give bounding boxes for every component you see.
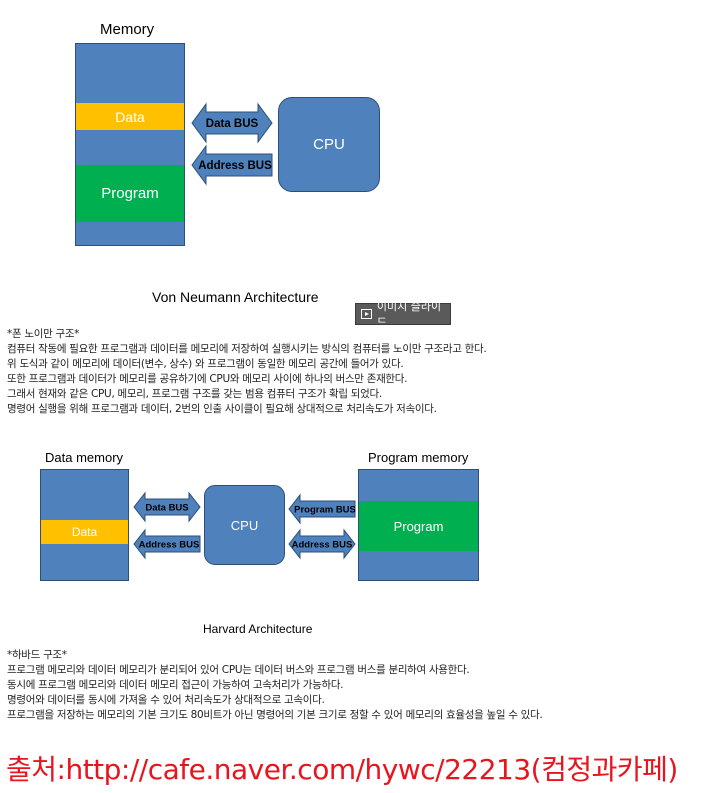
vn-data-segment: Data <box>76 103 184 130</box>
image-slide-label: 이미지 슬라이드 <box>376 300 442 329</box>
hv-program-bus-arrow: Program BUS <box>288 493 356 525</box>
hv-program-segment: Program <box>359 501 478 551</box>
data-memory-title: Data memory <box>45 450 124 465</box>
slideshow-icon <box>361 309 372 319</box>
hv-text-line: 명령어와 데이터를 동시에 가져올 수 있어 처리속도가 상대적으로 고속이다. <box>7 694 325 706</box>
vn-data-bus-label: Data BUS <box>206 118 259 130</box>
harvard-text: *하바드 구조* 프로그램 메모리와 데이터 메모리가 분리되어 있어 CPU는… <box>7 648 543 723</box>
vn-text-line: 컴퓨터 작동에 필요한 프로그램과 데이터를 메모리에 저장하여 실행시키는 방… <box>7 343 487 355</box>
vn-data-bus-arrow: Data BUS <box>191 102 273 144</box>
vn-text-heading: *폰 노이만 구조* <box>7 328 80 340</box>
hv-data-memory-block: Data <box>40 469 129 581</box>
hv-address-bus-right-arrow: Address BUS <box>288 528 356 560</box>
vn-address-bus-label: Address BUS <box>198 160 272 172</box>
vn-program-segment: Program <box>76 165 184 222</box>
hv-address-bus-left-arrow: Address BUS <box>133 528 201 560</box>
vn-caption: Von Neumann Architecture <box>152 289 319 305</box>
hv-program-memory-block: Program <box>358 469 479 581</box>
hv-data-segment: Data <box>41 520 128 544</box>
hv-address-bus-right-label: Address BUS <box>292 540 353 551</box>
vn-text-line: 또한 프로그램과 데이터가 메모리를 공유하기에 CPU와 메모리 사이에 하나… <box>7 373 408 385</box>
hv-text-line: 프로그램 메모리와 데이터 메모리가 분리되어 있어 CPU는 데이터 버스와 … <box>7 664 470 676</box>
vn-address-bus-arrow: Address BUS <box>191 144 273 186</box>
vn-text-line: 그래서 현재와 같은 CPU, 메모리, 프로그램 구조를 갖는 범용 컴퓨터 … <box>7 388 382 400</box>
vn-text-line: 위 도식과 같이 메모리에 데이터(변수, 상수) 와 프로그램이 동일한 메모… <box>7 358 404 370</box>
program-memory-title: Program memory <box>368 450 469 465</box>
hv-caption: Harvard Architecture <box>203 622 313 636</box>
vn-text-line: 명령어 실행을 위해 프로그램과 데이터, 2번의 인출 사이클이 필요해 상대… <box>7 403 437 415</box>
hv-text-line: 프로그램을 저장하는 메모리의 기본 크기도 80비트가 아닌 명령어의 기본 … <box>7 709 543 721</box>
hv-text-heading: *하바드 구조* <box>7 649 67 661</box>
hv-program-bus-label: Program BUS <box>294 505 356 516</box>
source-link[interactable]: 출처:http://cafe.naver.com/hywc/22213(컴정과카… <box>6 753 678 786</box>
hv-data-bus-arrow: Data BUS <box>133 491 201 523</box>
hv-data-bus-label: Data BUS <box>145 503 188 514</box>
hv-address-bus-left-label: Address BUS <box>139 540 200 551</box>
memory-title: Memory <box>100 21 155 38</box>
hv-cpu-block: CPU <box>204 485 285 565</box>
von-neumann-text: *폰 노이만 구조* 컴퓨터 작동에 필요한 프로그램과 데이터를 메모리에 저… <box>7 327 487 417</box>
vn-memory-block: Data Program <box>75 43 185 246</box>
vn-cpu-block: CPU <box>278 97 380 192</box>
image-slide-button[interactable]: 이미지 슬라이드 <box>355 300 451 329</box>
hv-text-line: 동시에 프로그램 메모리와 데이터 메모리 접근이 가능하여 고속처리가 가능하… <box>7 679 344 691</box>
